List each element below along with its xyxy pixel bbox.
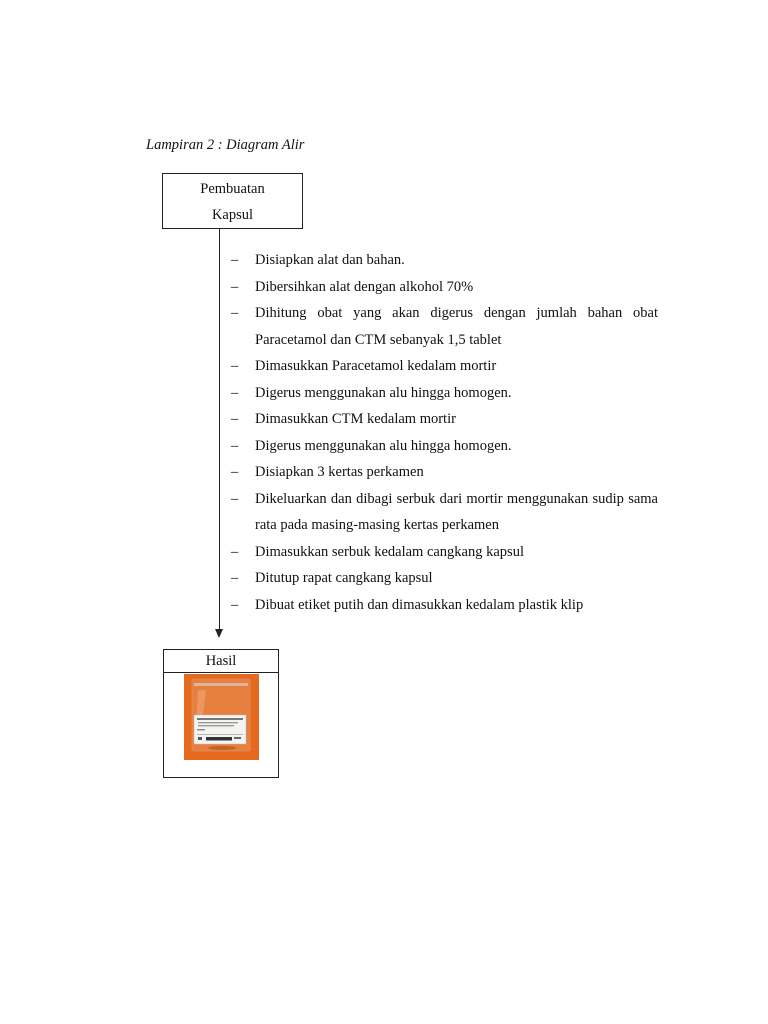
step-text: Dikeluarkan dan dibagi serbuk dari morti… xyxy=(255,490,658,534)
step-item: –Ditutup rapat cangkang kapsul xyxy=(231,565,658,592)
dash-bullet-icon: – xyxy=(231,596,239,613)
plastic-bag-with-label-icon xyxy=(184,674,259,760)
step-text: Dibersihkan alat dengan alkohol 70% xyxy=(255,278,474,295)
step-item: –Disiapkan alat dan bahan. xyxy=(231,247,658,274)
step-item: –Dimasukkan Paracetamol kedalam mortir xyxy=(231,353,658,380)
flow-arrow-head-icon xyxy=(215,629,223,638)
dash-bullet-icon: – xyxy=(231,252,239,268)
step-text: Dimasukkan serbuk kedalam cangkang kapsu… xyxy=(255,543,524,560)
dash-bullet-icon: – xyxy=(231,490,239,507)
step-text: Disiapkan 3 kertas perkamen xyxy=(255,464,424,480)
step-item: –Dihitung obat yang akan digerus dengan … xyxy=(231,300,658,353)
dash-bullet-icon: – xyxy=(231,437,239,454)
dash-bullet-icon: – xyxy=(231,543,239,560)
result-box-hasil: Hasil xyxy=(163,649,279,778)
result-box-title: Hasil xyxy=(164,650,278,673)
flow-connector-line xyxy=(219,229,220,631)
diagram-caption: Lampiran 2 : Diagram Alir xyxy=(146,137,305,153)
step-text: Dibuat etiket putih dan dimasukkan kedal… xyxy=(255,596,584,613)
step-text: Ditutup rapat cangkang kapsul xyxy=(255,570,433,586)
dash-bullet-icon: – xyxy=(231,305,239,321)
dash-bullet-icon: – xyxy=(231,278,239,295)
dash-bullet-icon: – xyxy=(231,384,239,401)
step-text: Dimasukkan CTM kedalam mortir xyxy=(255,411,456,427)
step-item: –Dibersihkan alat dengan alkohol 70% xyxy=(231,274,658,301)
step-item: –Dimasukkan serbuk kedalam cangkang kaps… xyxy=(231,539,658,566)
step-item: –Disiapkan 3 kertas perkamen xyxy=(231,459,658,486)
step-text: Dimasukkan Paracetamol kedalam mortir xyxy=(255,358,497,374)
dash-bullet-icon: – xyxy=(231,411,239,427)
process-steps-list: –Disiapkan alat dan bahan. –Dibersihkan … xyxy=(231,247,658,618)
start-box-line1: Pembuatan xyxy=(200,181,265,197)
step-item: –Dimasukkan CTM kedalam mortir xyxy=(231,406,658,433)
capsule-package-photo xyxy=(184,674,259,760)
step-item: –Digerus menggunakan alu hingga homogen. xyxy=(231,380,658,407)
step-text: Digerus menggunakan alu hingga homogen. xyxy=(255,437,512,454)
step-text: Digerus menggunakan alu hingga homogen. xyxy=(255,384,512,401)
start-box-line2: Kapsul xyxy=(211,207,254,223)
step-item: –Digerus menggunakan alu hingga homogen. xyxy=(231,433,658,460)
step-item: –Dibuat etiket putih dan dimasukkan keda… xyxy=(231,592,658,619)
dash-bullet-icon: – xyxy=(231,464,239,480)
step-text: Dihitung obat yang akan digerus dengan j… xyxy=(255,305,658,348)
step-item: –Dikeluarkan dan dibagi serbuk dari mort… xyxy=(231,486,658,539)
step-text: Disiapkan alat dan bahan. xyxy=(255,252,405,268)
dash-bullet-icon: – xyxy=(231,358,239,374)
start-box-pembuatan-kapsul: Pembuatan Kapsul xyxy=(162,173,303,229)
dash-bullet-icon: – xyxy=(231,570,239,586)
